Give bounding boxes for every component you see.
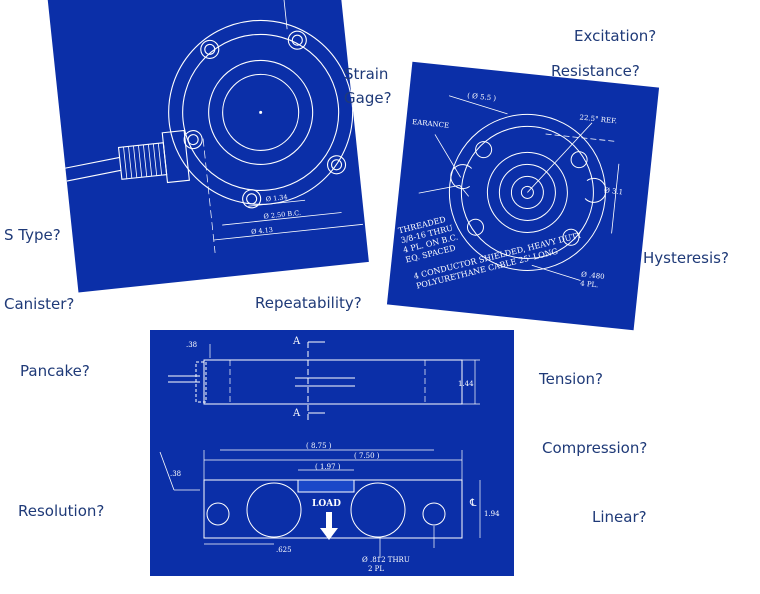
dim-side: Ø 3.1	[604, 186, 624, 196]
dim-height: 1.44	[458, 380, 474, 388]
label-strain: Strain	[344, 65, 389, 83]
threaded-fitting	[117, 142, 168, 180]
label-gage: Gage?	[344, 89, 392, 107]
dim-small-1: Ø .480	[581, 271, 605, 281]
label-canister: Canister?	[4, 295, 75, 313]
mount-hole	[206, 502, 230, 526]
load-cell-drawing-top-view: Ø 2.50 B.C. Ø 1.34 Ø 4.13	[47, 0, 369, 293]
load-label: LOAD	[312, 499, 341, 509]
section-bottom: A	[292, 408, 301, 419]
note-hole-2: 2 PL	[368, 565, 384, 573]
drawing-1-lines: Ø 2.50 B.C. Ø 1.34 Ø 4.13	[65, 0, 363, 253]
label-pancake: Pancake?	[20, 362, 90, 380]
bolt-hole	[200, 39, 220, 59]
label-compression: Compression?	[542, 439, 648, 457]
label-resistance: Resistance?	[551, 62, 640, 80]
dim-left-side: .38	[170, 470, 181, 478]
label-linear: Linear?	[592, 508, 647, 526]
dim-span: ( 7.50 )	[354, 452, 380, 460]
drawing-2-lines: ( Ø 5.5 ) 22.5° REF. EARANCE Ø 3.1 Ø .48…	[397, 92, 624, 291]
drawing-3-lines: .38 A A 1.44 ( 8.75 ) ( 7.50 ) ( 1.97 ) …	[159, 336, 500, 573]
strain-cavity	[246, 482, 302, 538]
label-hysteresis: Hysteresis?	[643, 249, 729, 267]
label-s-type: S Type?	[4, 226, 61, 244]
dim-center: ( 1.97 )	[315, 463, 341, 471]
load-cell-drawing-beam: .38 A A 1.44 ( 8.75 ) ( 7.50 ) ( 1.97 ) …	[150, 330, 514, 576]
label-repeatability: Repeatability?	[255, 294, 362, 312]
label-tension: Tension?	[539, 370, 603, 388]
dim-bolt-circle: Ø 2.50 B.C.	[263, 209, 301, 221]
dim-hole: ( Ø 5.5 )	[467, 92, 497, 103]
dim-overall: ( 8.75 )	[306, 442, 332, 450]
dim-thick: 1.94	[484, 510, 500, 518]
load-cell-drawing-front-view: ( Ø 5.5 ) 22.5° REF. EARANCE Ø 3.1 Ø .48…	[386, 61, 660, 331]
label-excitation: Excitation?	[574, 27, 657, 45]
dim-offset: .625	[276, 546, 292, 554]
dim-small-2: 4 PL.	[580, 279, 599, 289]
section-top: A	[292, 336, 301, 347]
note-hole-1: Ø .812 THRU	[362, 556, 410, 564]
cable-line	[65, 156, 120, 169]
hub-circle	[208, 59, 314, 165]
beam-top-view	[203, 359, 463, 405]
dim-top-left: .38	[186, 341, 197, 349]
dim-outer: Ø 4.13	[251, 226, 274, 236]
dim-bore: Ø 1.34	[265, 193, 288, 203]
load-arrow-icon	[320, 512, 338, 540]
outer-ring	[448, 113, 606, 271]
centerline-symbol: ℄	[469, 498, 477, 509]
label-resolution: Resolution?	[18, 502, 105, 520]
dim-angle: 22.5° REF.	[579, 113, 617, 125]
dim-clearance: EARANCE	[412, 118, 450, 130]
